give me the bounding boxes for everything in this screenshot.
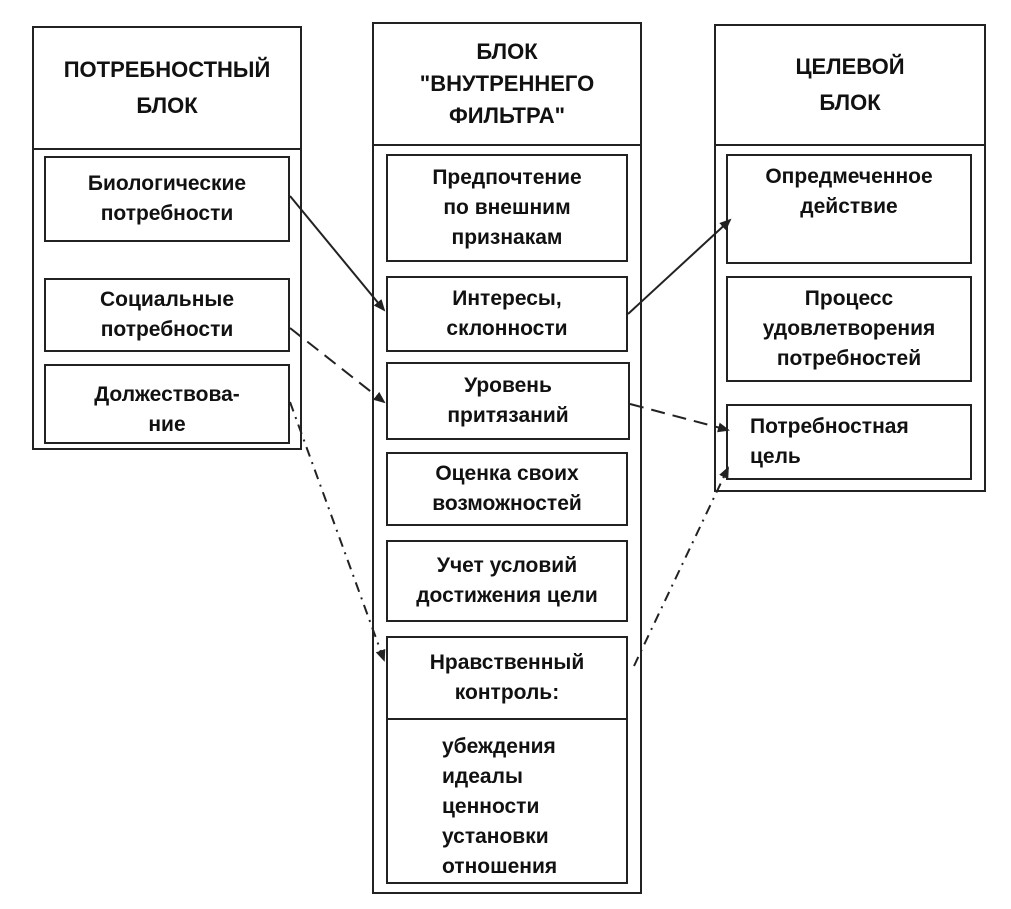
- self-assessment-box: Оценка своих возможностей: [386, 452, 628, 526]
- arrow-moral-to-goal: [633, 466, 729, 667]
- arrow-biological-to-interests: [289, 195, 386, 312]
- needs-block-title-line1: ПОТРЕБНОСТНЫЙ: [63, 57, 271, 82]
- biological-needs-box: Биологические потребности: [44, 156, 290, 242]
- moral-item-attitudes-set: установки: [442, 825, 549, 848]
- aspiration-level-box: Уровень притязаний: [386, 362, 630, 440]
- satisfaction-process-box: Процесс удовлетворения потребностей: [726, 276, 972, 382]
- external-preference-line2: по внешним: [443, 196, 571, 219]
- moral-item-beliefs: убеждения: [442, 735, 556, 758]
- moral-control-line1: Нравственный: [429, 651, 585, 674]
- moral-item-ideals: идеалы: [442, 765, 523, 788]
- moral-control-box: Нравственный контроль: убеждения идеалы …: [386, 636, 628, 884]
- moral-item-relations: отношения: [442, 855, 558, 878]
- goal-conditions-line2: достижения цели: [416, 584, 598, 607]
- arrow-obligation-to-moral: [289, 401, 386, 662]
- moral-control-list: убеждения идеалы ценности установки отно…: [388, 720, 626, 882]
- moral-item-values: ценности: [442, 795, 540, 818]
- need-goal-line2: цель: [750, 445, 801, 468]
- objectified-action-line2: действие: [800, 195, 898, 218]
- social-needs-line1: Социальные: [99, 288, 235, 311]
- obligation-box: Должествова- ние: [44, 364, 290, 444]
- aspiration-level-line2: притязаний: [447, 404, 569, 427]
- self-assessment-line2: возможностей: [432, 492, 582, 515]
- obligation-line2: ние: [148, 413, 186, 436]
- inner-filter-title-line1: БЛОК: [476, 39, 538, 64]
- inner-filter-title-line2: "ВНУТРЕННЕГО: [419, 71, 595, 96]
- social-needs-box: Социальные потребности: [44, 278, 290, 352]
- objectified-action-box: Опредмеченное действие: [726, 154, 972, 264]
- inner-filter-block-title: БЛОК "ВНУТРЕННЕГО ФИЛЬТРА": [374, 24, 640, 146]
- goal-conditions-box: Учет условий достижения цели: [386, 540, 628, 622]
- target-block-title: ЦЕЛЕВОЙ БЛОК: [716, 26, 984, 146]
- needs-block-title: ПОТРЕБНОСТНЫЙ БЛОК: [34, 28, 300, 150]
- moral-control-line2: контроль:: [454, 681, 560, 704]
- biological-needs-line2: потребности: [100, 202, 234, 225]
- satisfaction-process-line2: удовлетворения: [762, 317, 936, 340]
- interests-line2: склонности: [446, 317, 568, 340]
- need-goal-line1: Потребностная: [750, 415, 909, 438]
- satisfaction-process-line1: Процесс: [804, 287, 894, 310]
- aspiration-level-line1: Уровень: [464, 374, 552, 397]
- need-goal-box: Потребностная цель: [726, 404, 972, 480]
- social-needs-line2: потребности: [100, 318, 234, 341]
- obligation-line1: Должествова-: [94, 383, 240, 406]
- interests-box: Интересы, склонности: [386, 276, 628, 352]
- external-preference-box: Предпочтение по внешним признакам: [386, 154, 628, 262]
- needs-block-title-line2: БЛОК: [136, 93, 198, 118]
- self-assessment-line1: Оценка своих: [435, 462, 579, 485]
- biological-needs-line1: Биологические: [87, 172, 247, 195]
- moral-control-header: Нравственный контроль:: [388, 638, 626, 720]
- external-preference-line1: Предпочтение: [432, 166, 582, 189]
- satisfaction-process-line3: потребностей: [776, 347, 922, 370]
- goal-conditions-line1: Учет условий: [436, 554, 578, 577]
- objectified-action-line1: Опредмеченное: [765, 165, 933, 188]
- interests-line1: Интересы,: [452, 287, 562, 310]
- target-block-title-line1: ЦЕЛЕВОЙ: [795, 54, 905, 79]
- arrow-social-to-aspiration: [289, 327, 386, 404]
- external-preference-line3: признакам: [451, 226, 563, 249]
- inner-filter-title-line3: ФИЛЬТРА": [448, 103, 566, 128]
- target-block-title-line2: БЛОК: [819, 90, 881, 115]
